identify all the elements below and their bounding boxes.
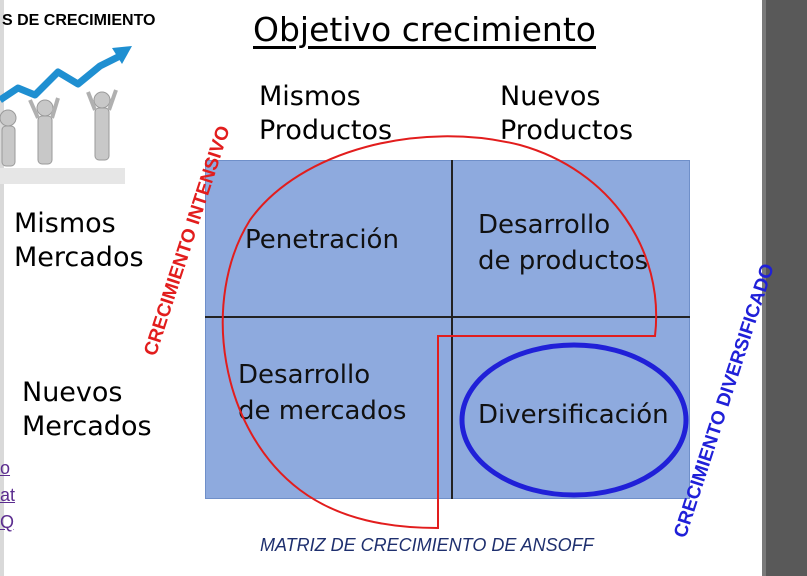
left-edge-strip (0, 0, 4, 576)
row-header-nuevos-mercados: Nuevos Mercados (22, 376, 152, 444)
right-dark-panel (766, 0, 807, 576)
cell-desarrollo-mercados: Desarrollo de mercados (238, 357, 406, 429)
right-panel-edge (762, 0, 766, 576)
slide-title: Objetivo crecimiento (253, 10, 596, 49)
link-fragment[interactable]: Q (0, 512, 15, 532)
link-fragment[interactable]: o (0, 458, 11, 478)
column-header-nuevos-productos: Nuevos Productos (500, 80, 633, 148)
column-header-line: Productos (500, 115, 634, 146)
row-header-line: Mismos (14, 208, 116, 239)
cell-line: Penetración (245, 225, 399, 255)
row-header-line: Nuevos (22, 377, 123, 408)
cell-line: Desarrollo (478, 210, 611, 240)
ansoff-matrix (205, 160, 690, 499)
matrix-horizontal-divider (205, 316, 690, 318)
row-header-line: Mercados (14, 242, 144, 273)
matrix-vertical-divider (451, 160, 453, 499)
column-header-line: Nuevos (500, 81, 601, 112)
cell-line: de productos (478, 246, 649, 276)
column-header-line: Productos (259, 115, 393, 146)
intensive-growth-outline (221, 135, 658, 530)
link-fragment[interactable]: at (0, 485, 16, 505)
column-header-mismos-productos: Mismos Productos (259, 80, 392, 148)
cell-line: de mercados (238, 396, 407, 426)
row-header-mismos-mercados: Mismos Mercados (14, 207, 144, 275)
row-header-line: Mercados (22, 411, 152, 442)
matrix-caption: MATRIZ DE CRECIMIENTO DE ANSOFF (260, 535, 594, 555)
cell-line: Diversificación (478, 400, 669, 430)
cell-line: Desarrollo (238, 360, 371, 390)
cell-diversificacion: Diversificación (478, 397, 669, 433)
cell-desarrollo-productos: Desarrollo de productos (478, 207, 648, 279)
section-header: S DE CRECIMIENTO (2, 12, 156, 29)
column-header-line: Mismos (259, 81, 361, 112)
cell-penetracion: Penetración (245, 222, 399, 258)
diversification-outline (459, 342, 689, 498)
